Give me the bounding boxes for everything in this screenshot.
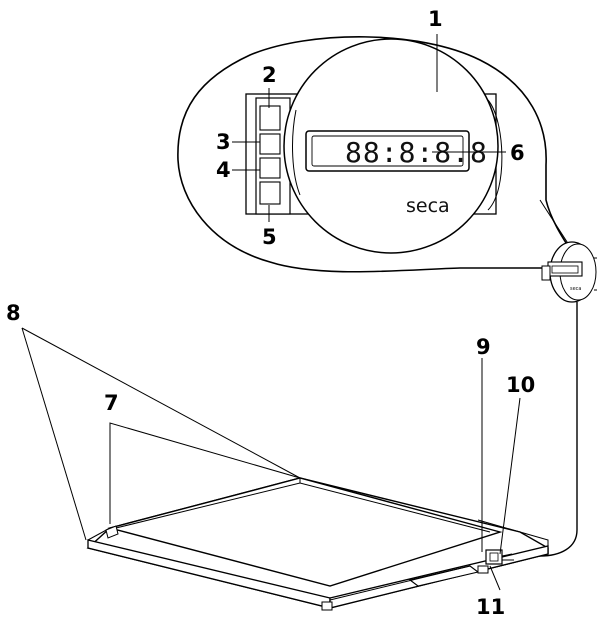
callout-6: 6 bbox=[510, 141, 525, 165]
callout-1: 1 bbox=[428, 7, 443, 31]
callout-8: 8 bbox=[6, 301, 21, 325]
scale-platform bbox=[86, 477, 549, 611]
callout-11: 11 bbox=[476, 595, 505, 619]
leader-lines bbox=[21, 34, 521, 601]
callout-4: 4 bbox=[216, 158, 231, 182]
brand-label: seca bbox=[406, 195, 450, 217]
display-unit-small: seca bbox=[541, 241, 597, 303]
connection-cable bbox=[506, 302, 578, 557]
callout-labels: 1 2 3 4 5 6 7 8 9 10 11 bbox=[6, 7, 535, 619]
lcd-window bbox=[305, 130, 470, 172]
callout-7: 7 bbox=[104, 391, 119, 415]
display-unit-detail: 88:8:8.8 seca bbox=[177, 36, 582, 273]
small-brand-label: seca bbox=[570, 286, 582, 292]
callout-3: 3 bbox=[216, 130, 231, 154]
callout-9: 9 bbox=[476, 335, 491, 359]
button-3[interactable] bbox=[259, 133, 281, 155]
callout-10: 10 bbox=[506, 373, 535, 397]
button-4[interactable] bbox=[259, 157, 281, 179]
button-2[interactable] bbox=[259, 105, 281, 131]
callout-5: 5 bbox=[262, 225, 277, 249]
callout-2: 2 bbox=[262, 63, 277, 87]
button-5[interactable] bbox=[259, 181, 281, 205]
